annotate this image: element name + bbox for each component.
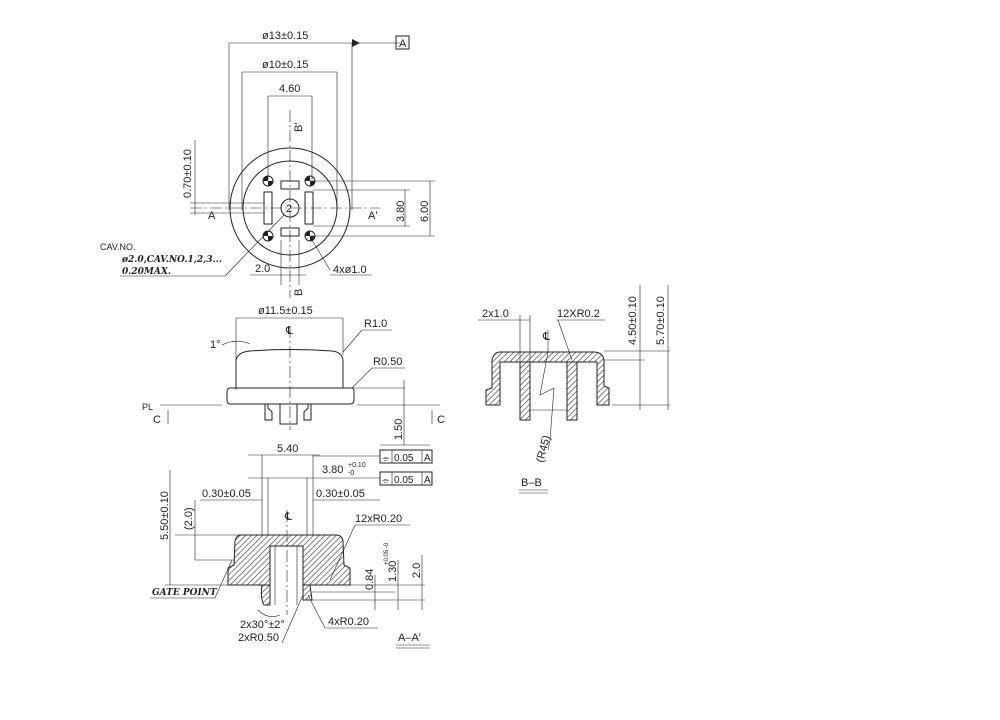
dim-0-70: 0.70±0.10 — [182, 149, 194, 198]
section-a-right: A' — [368, 210, 377, 222]
flatness-box-2: ⌯ 0.05 A — [379, 471, 433, 486]
dim-angle-1: 1° — [210, 339, 221, 351]
dim-2-0-aa: 2.0 — [411, 563, 423, 578]
section-c-left: C — [153, 414, 161, 426]
dim-2x1-0: 2x1.0 — [482, 308, 509, 320]
dim-6-00: 6.00 — [419, 201, 431, 222]
dim-r0-50: R0.50 — [373, 356, 402, 368]
svg-text:0.05: 0.05 — [394, 475, 414, 486]
section-b-b: ℄ 2x1.0 12XR0.2 4.50±0.10 5.70±0.10 (R45… — [478, 285, 670, 494]
section-b-top: B' — [293, 123, 305, 132]
cavity-number: 2 — [286, 203, 292, 215]
flatness-box-1: ⌯ 0.05 A — [379, 449, 433, 464]
dim-0-30-right: 0.30±0.05 — [316, 488, 365, 500]
centerline-mark: ℄ — [285, 325, 293, 337]
dim-4xr0-20: 4xR0.20 — [328, 616, 369, 628]
dim-2x30: 2x30°±2° — [240, 619, 285, 631]
section-b-bottom: B — [293, 289, 305, 296]
parting-line-mark: PL — [142, 402, 153, 412]
dim-2-0-ref: (2.0) — [183, 507, 195, 530]
dim-12xr0-20: 12xR0.20 — [355, 513, 402, 525]
side-view: ø11.5±0.15 ℄ 1° R1.0 R0.50 PL C C 1.50 — [142, 305, 445, 446]
dim-1-50: 1.50 — [393, 419, 405, 440]
dim-dia11-5: ø11.5±0.15 — [258, 305, 313, 317]
dim-0-30-left: 0.30±0.05 — [202, 488, 251, 500]
dim-0-84: 0.84 — [364, 569, 376, 590]
dim-5-70: 5.70±0.10 — [655, 296, 667, 345]
centerline-mark: ℄ — [284, 511, 292, 523]
dim-1-30: 1.30 — [387, 561, 399, 582]
tol-minus: -0 — [348, 470, 354, 477]
gate-point: GATE POINT — [152, 588, 218, 598]
svg-text:0.05: 0.05 — [394, 453, 414, 464]
section-a-a: 5.40 ⌯ 0.05 A 3.80 +0.10 -0 ⌯ 0.05 A 0.3… — [150, 443, 433, 649]
dim-4-50: 4.50±0.10 — [627, 296, 639, 345]
dim-3-80: 3.80 — [395, 201, 407, 222]
section-title-aa: A–A' — [398, 632, 421, 644]
dim-dia10: ø10±0.15 — [262, 59, 308, 71]
top-view: 2 A ø13±0.15 ø10±0.15 4.60 0.70±0.10 A A… — [100, 30, 435, 298]
tol-plus: +0.10 — [348, 462, 366, 469]
dim-12xr0-2: 12XR0.2 — [557, 308, 600, 320]
dim-1-30-tol: +0.05 -0 — [384, 542, 390, 565]
dim-2-0: 2.0 — [255, 263, 270, 275]
dim-r1-0: R1.0 — [364, 318, 387, 330]
section-title-bb: B–B — [521, 477, 542, 489]
cav-max: 0.20MAX. — [122, 267, 171, 277]
section-a-left: A — [208, 210, 216, 222]
dim-4-60: 4.60 — [279, 83, 300, 95]
dim-3-80-aa: 3.80 — [322, 464, 343, 476]
section-c-right: C — [437, 414, 445, 426]
svg-text:A: A — [424, 475, 431, 486]
svg-text:A: A — [424, 453, 431, 464]
cav-label: CAV.NO. — [100, 242, 136, 252]
dim-2xr0-50: 2xR0.50 — [238, 632, 279, 644]
datum-a: A — [399, 38, 407, 50]
svg-text:⌯: ⌯ — [382, 475, 390, 485]
dim-5-50: 5.50±0.10 — [159, 491, 171, 540]
dim-r45: (R45) — [534, 434, 553, 464]
dim-holes: 4xø1.0 — [333, 264, 367, 276]
dim-dia13: ø13±0.15 — [262, 30, 308, 42]
svg-text:⌯: ⌯ — [382, 453, 390, 463]
centerline-mark: ℄ — [542, 331, 550, 343]
cav-spec: ø2.0,CAV.NO.1,2,3... — [121, 255, 222, 265]
dim-5-40: 5.40 — [277, 443, 298, 455]
